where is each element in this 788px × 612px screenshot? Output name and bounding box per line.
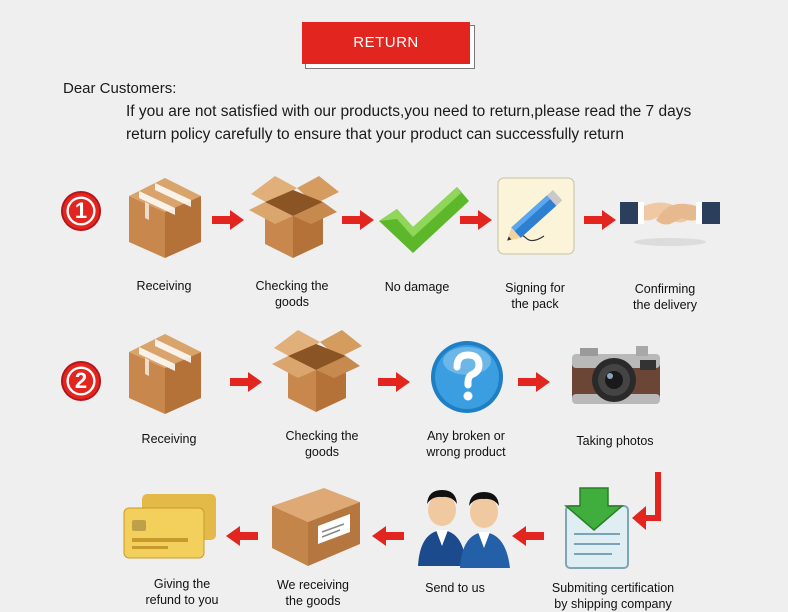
arrow-right-icon: [460, 210, 492, 230]
step-label-photos: Taking photos: [576, 434, 654, 448]
arrow-left-icon: [512, 526, 544, 546]
open-box-icon: [268, 326, 364, 416]
service-agents-icon: [414, 480, 514, 570]
intro-line-2: return policy carefully to ensure that y…: [126, 126, 624, 143]
open-box-icon: [245, 172, 341, 262]
question-mark-icon: [427, 337, 507, 417]
download-document-icon: [552, 484, 642, 574]
step-label-receiving: Receiving: [136, 279, 192, 293]
camera-icon: [566, 342, 666, 412]
arrow-down-left-icon: [632, 472, 661, 530]
closed-box-icon: [125, 172, 205, 262]
arrow-left-icon: [372, 526, 404, 546]
step-label-no-damage: No damage: [384, 280, 450, 294]
checkmark-icon: [375, 185, 471, 255]
arrow-right-icon: [212, 210, 244, 230]
step-label-receiving-2: Receiving: [141, 432, 197, 446]
arrow-right-icon: [584, 210, 616, 230]
step-number-2: 2: [74, 368, 88, 393]
arrow-right-icon: [230, 372, 262, 392]
arrow-right-icon: [378, 372, 410, 392]
step-label-send: Send to us: [425, 581, 485, 595]
step-number-1: 1: [74, 198, 88, 223]
parcel-icon: [268, 480, 364, 570]
step-number-1-badge: 1: [60, 190, 102, 232]
intro-line-1: If you are not satisfied with our produc…: [126, 103, 692, 120]
pencil-icon: [496, 176, 576, 256]
arrow-right-icon: [518, 372, 550, 392]
return-title-badge: RETURN: [302, 22, 475, 69]
arrow-right-icon: [342, 210, 374, 230]
greeting: Dear Customers:: [63, 80, 177, 97]
arrow-left-icon: [226, 526, 258, 546]
closed-box-icon: [125, 328, 205, 418]
credit-cards-icon: [120, 492, 220, 562]
step-number-2-badge: 2: [60, 360, 102, 402]
handshake-icon: [620, 188, 720, 248]
page-title: RETURN: [302, 22, 470, 64]
